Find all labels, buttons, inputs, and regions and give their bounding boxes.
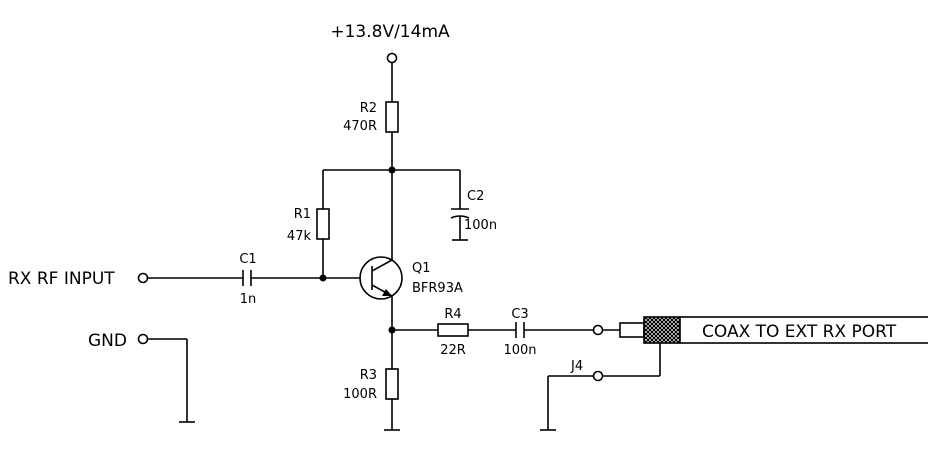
r4-value: 22R: [440, 343, 466, 358]
resistor-r4[interactable]: [437, 323, 469, 337]
q1-collector-lead: [371, 259, 393, 272]
r2-value: 470R: [343, 119, 377, 134]
r2-ref: R2: [360, 101, 377, 116]
q1-emitter-arrow-icon: [382, 289, 392, 296]
coax-braid: [643, 316, 681, 344]
junction-base: [319, 274, 327, 282]
c1-value: 1n: [240, 292, 257, 307]
transistor-q1[interactable]: [359, 256, 403, 300]
r1-ref: R1: [294, 207, 311, 222]
c2-value: 100n: [464, 218, 497, 233]
rx-rf-input-terminal[interactable]: [137, 272, 149, 284]
q1-ref: Q1: [412, 261, 431, 276]
rx-rf-input-label: RX RF INPUT: [8, 269, 115, 289]
c2-ref: C2: [467, 189, 484, 204]
coax-inner-conductor: [619, 322, 645, 338]
r4-ref: R4: [444, 307, 461, 322]
resistor-r1[interactable]: [316, 208, 330, 240]
r1-value: 47k: [287, 229, 312, 244]
coax-label: COAX TO EXT RX PORT: [702, 322, 897, 342]
r3-value: 100R: [343, 387, 377, 402]
resistor-r2[interactable]: [385, 101, 399, 133]
c3-value: 100n: [503, 343, 536, 358]
supply-terminal[interactable]: [386, 52, 398, 64]
j4-terminal[interactable]: [592, 370, 604, 382]
gnd-label: GND: [88, 331, 127, 351]
coax-cable[interactable]: [679, 316, 928, 344]
gnd-terminal[interactable]: [137, 333, 149, 345]
q1-value: BFR93A: [412, 281, 463, 296]
r3-ref: R3: [360, 368, 377, 383]
resistor-r3[interactable]: [385, 368, 399, 400]
coax-core-terminal[interactable]: [592, 324, 604, 336]
c1-ref: C1: [239, 252, 256, 267]
j4-label: J4: [570, 359, 583, 374]
supply-label: +13.8V/14mA: [330, 22, 450, 42]
c3-ref: C3: [511, 307, 528, 322]
